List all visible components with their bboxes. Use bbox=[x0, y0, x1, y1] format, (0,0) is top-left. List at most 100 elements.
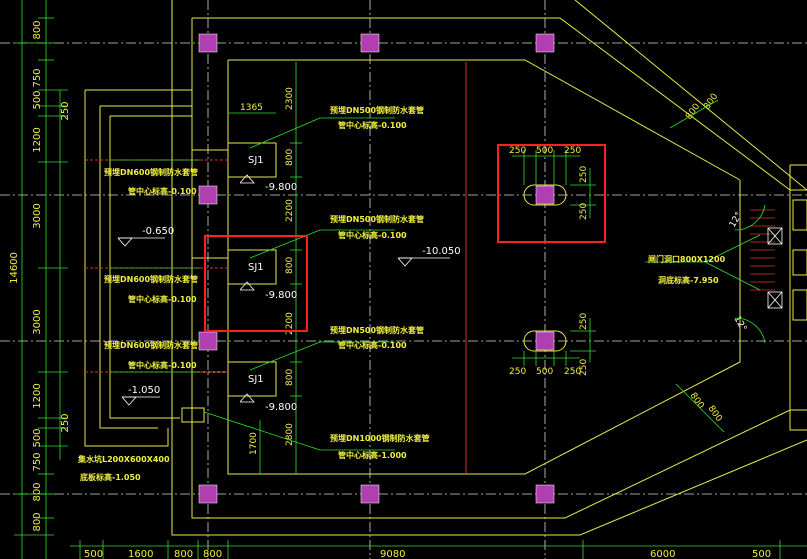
dim-text: 2200 bbox=[285, 312, 295, 335]
dim-text: 500 bbox=[84, 549, 103, 559]
dim-text: 9080 bbox=[380, 549, 405, 559]
angle-labels: 12° 12° bbox=[728, 211, 748, 334]
pit-labels: SJ1 SJ1 SJ1 -9.800 -9.800 -9.800 bbox=[248, 155, 297, 413]
column bbox=[535, 484, 555, 504]
dim-text: 2300 bbox=[285, 87, 295, 110]
note-text: 底板标高-1.050 bbox=[79, 472, 141, 482]
dim-text: 1200 bbox=[32, 127, 43, 152]
dim-text: 1600 bbox=[128, 549, 153, 559]
note-text: 管中心标高-0.100 bbox=[128, 294, 197, 304]
elevation-markers bbox=[117, 174, 450, 406]
note-text: 预埋DN600钢制防水套管 bbox=[104, 340, 198, 350]
dim-text: 2800 bbox=[285, 423, 295, 446]
column bbox=[198, 484, 218, 504]
dim-text: 800 bbox=[684, 102, 702, 122]
dim-text: 500 bbox=[32, 428, 43, 447]
dim-text: 250 bbox=[579, 313, 589, 330]
note-text: 闸门洞口800X1200 bbox=[648, 254, 726, 264]
highlight-boxes bbox=[204, 144, 606, 332]
pit-elev: -9.800 bbox=[265, 182, 297, 193]
dim-text: 500 bbox=[536, 146, 553, 156]
column bbox=[360, 484, 380, 504]
dim-text: 500 bbox=[752, 549, 771, 559]
note-text: 预埋DN600钢制防水套管 bbox=[104, 167, 198, 177]
note-text: 预埋DN500钢制防水套管 bbox=[330, 214, 424, 224]
dim-text: 800 bbox=[174, 549, 193, 559]
pit-dim-text: 800 800 800 2300 2200 2200 2800 1365 170… bbox=[240, 87, 295, 455]
note-text: 预埋DN600钢制防水套管 bbox=[104, 274, 198, 284]
elevation-text: -0.650 bbox=[142, 226, 174, 237]
highlight-pit-box bbox=[204, 235, 308, 332]
right-openings bbox=[792, 199, 807, 321]
pit-label: SJ1 bbox=[248, 262, 264, 273]
note-text: 洞底标高-7.950 bbox=[658, 275, 719, 285]
note-text: 管中心标高-0.100 bbox=[338, 230, 407, 240]
column bbox=[360, 33, 380, 53]
opening-dim-text: 250 500 250 250 250 250 500 250 250 250 bbox=[509, 146, 589, 377]
dim-text: 250 bbox=[579, 359, 589, 376]
dim-text: 250 bbox=[509, 146, 526, 156]
wall-outlines bbox=[84, 0, 807, 536]
note-text: 预埋DN500钢制防水套管 bbox=[330, 105, 424, 115]
elevation-text: -1.050 bbox=[128, 385, 160, 396]
dim-text: 500 bbox=[536, 367, 553, 377]
pit-elev: -9.800 bbox=[265, 402, 297, 413]
note-text: 管中心标高-0.100 bbox=[128, 186, 197, 196]
dim-text: 750 bbox=[32, 68, 43, 87]
column bbox=[198, 185, 218, 205]
note-text: 管中心标高-0.100 bbox=[338, 120, 407, 130]
pipe-notes: 预埋DN500钢制防水套管 管中心标高-0.100 预埋DN500钢制防水套管 … bbox=[77, 105, 726, 482]
dim-text: 250 bbox=[564, 367, 581, 377]
dim-text: 2200 bbox=[285, 199, 295, 222]
dim-text: 3000 bbox=[32, 203, 43, 228]
oval-openings bbox=[523, 184, 567, 352]
dim-text: 800 bbox=[32, 512, 43, 531]
note-text: 管中心标高-1.000 bbox=[338, 450, 407, 460]
columns bbox=[198, 33, 555, 504]
dim-text: 1365 bbox=[240, 103, 263, 113]
bottom-dim-text: 500 1600 800 800 9080 6000 500 bbox=[84, 549, 771, 559]
left-dim-lines bbox=[14, 0, 68, 559]
dim-text: 250 bbox=[579, 166, 589, 183]
pit-label: SJ1 bbox=[248, 374, 264, 385]
note-text: 管中心标高-0.100 bbox=[128, 360, 197, 370]
elevation-text: -10.050 bbox=[422, 246, 461, 257]
pit-dim-lines bbox=[110, 62, 761, 474]
note-text: 管中心标高-0.100 bbox=[338, 340, 407, 350]
pit-label: SJ1 bbox=[248, 155, 264, 166]
dim-text: 250 bbox=[60, 101, 71, 120]
note-text: 预埋DN1000钢制防水套管 bbox=[330, 433, 430, 443]
dim-text: 800 bbox=[285, 149, 295, 166]
dim-text: 800 bbox=[706, 404, 724, 424]
highlight-opening-box bbox=[497, 144, 606, 243]
dim-total-text: 14600 bbox=[9, 252, 20, 284]
dim-text: 3000 bbox=[32, 309, 43, 334]
column bbox=[198, 33, 218, 53]
dim-text: 250 bbox=[579, 203, 589, 220]
diag-dim-lines bbox=[669, 99, 766, 433]
note-text: 集水坑L200X600X400 bbox=[77, 454, 170, 464]
gate-markers bbox=[767, 227, 783, 309]
dim-text: 1200 bbox=[32, 383, 43, 408]
bottom-dim-lines bbox=[70, 540, 807, 559]
column bbox=[198, 331, 218, 351]
dim-text: 800 bbox=[285, 257, 295, 274]
dim-text: 250 bbox=[60, 413, 71, 432]
dim-text: 1700 bbox=[249, 432, 259, 455]
column bbox=[535, 33, 555, 53]
dim-text: 250 bbox=[509, 367, 526, 377]
dim-text: 750 bbox=[32, 452, 43, 471]
dim-text: 800 bbox=[285, 369, 295, 386]
dim-text: 800 bbox=[702, 92, 720, 112]
left-dim-text: 800 750 500 250 1200 3000 3000 1200 250 … bbox=[9, 20, 71, 531]
pit-elev: -9.800 bbox=[265, 290, 297, 301]
elevation-texts: -0.650 -1.050 -10.050 bbox=[128, 226, 461, 396]
dim-text: 500 bbox=[32, 90, 43, 109]
dim-text: 250 bbox=[564, 146, 581, 156]
opening-dim-lines bbox=[512, 150, 596, 366]
angle-text: 12° bbox=[728, 211, 745, 230]
angle-text: 12° bbox=[731, 315, 748, 334]
